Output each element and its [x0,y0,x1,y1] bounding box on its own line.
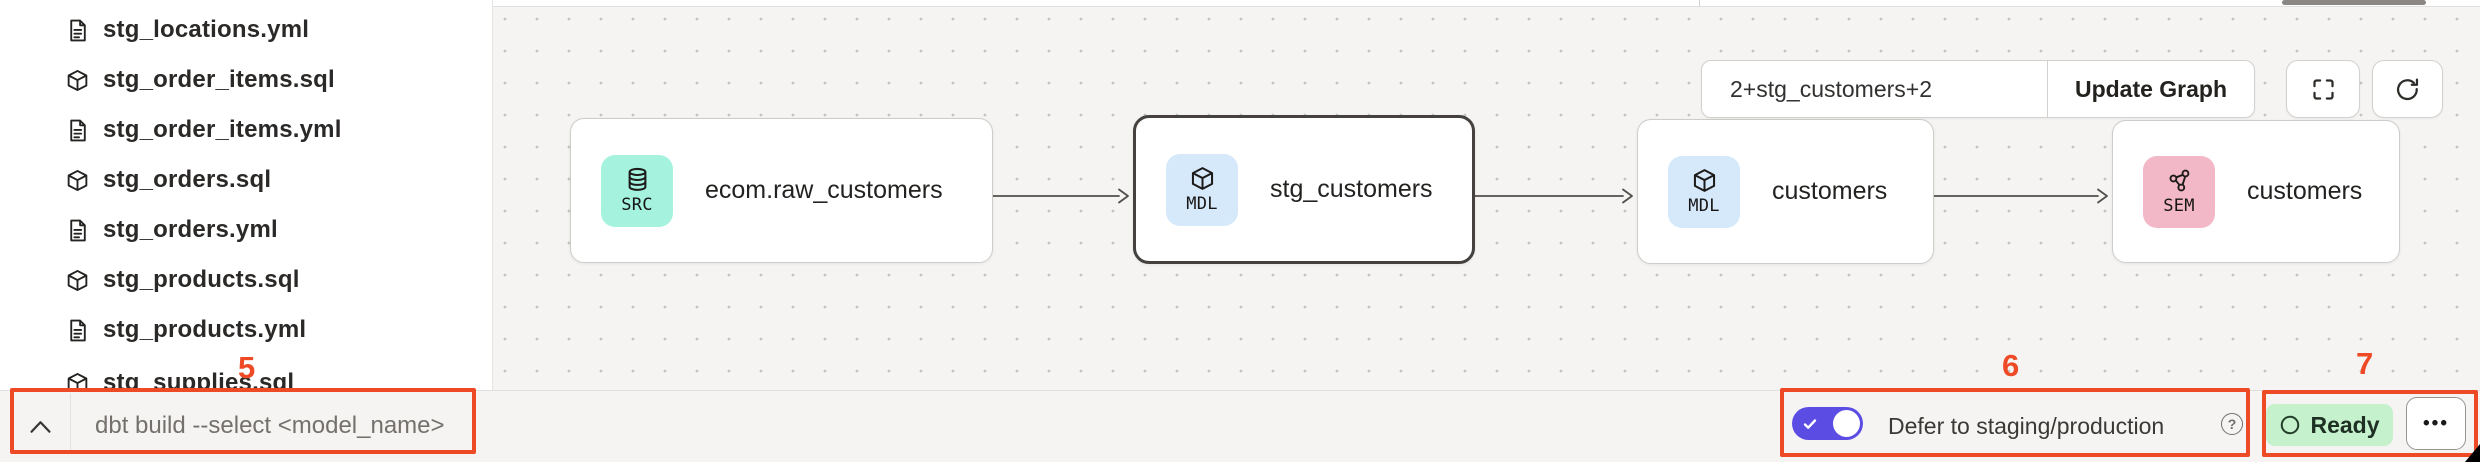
file-item-stg-supplies-sql[interactable]: stg_supplies.sql [0,358,492,390]
model-cube-icon [65,68,90,93]
refresh-icon [2396,77,2419,100]
file-name: stg_orders.yml [103,216,278,243]
file-name: stg_products.yml [103,316,307,343]
expand-command-panel-button[interactable] [22,408,58,444]
semantic-badge: SEM [2143,155,2215,228]
defer-toggle-label: Defer to staging/production [1888,413,2165,439]
update-graph-button[interactable]: Update Graph [2074,75,2228,102]
source-badge: SRC [601,154,673,227]
model-badge: MDL [1668,155,1740,228]
lineage-selector-input[interactable]: 2+stg_customers+2 [1730,75,1933,102]
lineage-node-customers-semantic[interactable]: SEM customers [2112,120,2400,263]
help-icon[interactable]: ? [2221,413,2243,435]
document-icon [65,18,90,43]
document-icon [65,318,90,343]
file-item-stg-locations-yml[interactable]: stg_locations.yml [0,5,492,55]
file-item-stg-order-items-yml[interactable]: stg_order_items.yml [0,105,492,155]
status-badge-ready[interactable]: Ready [2266,404,2393,446]
annotation-number-6: 6 [2002,348,2020,383]
divider [70,393,71,454]
annotation-number-5: 5 [238,350,256,385]
lineage-node-customers-model[interactable]: MDL customers [1637,119,1934,264]
top-strip [493,0,2480,7]
node-label: ecom.raw_customers [705,176,943,204]
badge-label: SRC [621,195,653,215]
refresh-graph-button[interactable] [2372,60,2443,118]
more-options-button[interactable]: ••• [2406,397,2466,450]
toggle-knob [1833,410,1860,437]
badge-label: MDL [1186,194,1218,214]
annotation-number-7: 7 [2356,346,2374,381]
file-name: stg_order_items.sql [103,66,335,93]
document-icon [65,118,90,143]
database-icon [628,167,646,191]
dbt-command-input[interactable]: dbt build --select <model_name> [95,412,445,439]
model-cube-icon [65,168,90,193]
document-icon [65,218,90,243]
semantic-model-icon [2169,169,2189,192]
file-name: stg_supplies.sql [103,369,295,390]
check-icon [1801,415,1819,433]
fullscreen-button[interactable] [2286,60,2360,118]
node-label: customers [2247,177,2363,205]
defer-toggle[interactable] [1792,407,1863,440]
model-badge: MDL [1166,153,1238,226]
node-label: customers [1772,177,1888,205]
file-tree-sidebar: stg_locations.yml stg_order_items.sql st… [0,0,493,390]
file-name: stg_locations.yml [103,16,310,43]
file-item-stg-orders-sql[interactable]: stg_orders.sql [0,155,492,205]
chevron-up-icon [29,420,51,433]
node-label: stg_customers [1270,175,1433,203]
file-name: stg_order_items.yml [103,116,342,143]
model-cube-icon [65,268,90,293]
file-item-stg-order-items-sql[interactable]: stg_order_items.sql [0,55,492,105]
horizontal-scrollbar-thumb[interactable] [2282,0,2426,5]
status-circle-icon [2281,415,2300,435]
file-item-stg-products-yml[interactable]: stg_products.yml [0,305,492,355]
lineage-node-stg-customers-selected[interactable]: MDL stg_customers [1133,115,1475,264]
model-cube-icon [1693,169,1715,192]
file-item-stg-orders-yml[interactable]: stg_orders.yml [0,205,492,255]
model-cube-icon [65,371,90,390]
divider [2047,61,2048,117]
pane-divider [1699,0,1700,7]
model-cube-icon [1191,167,1213,190]
fullscreen-icon [2312,78,2334,100]
file-item-stg-products-sql[interactable]: stg_products.sql [0,255,492,305]
graph-selector-group: 2+stg_customers+2 Update Graph [1701,60,2255,118]
badge-label: SEM [2163,196,2195,216]
lineage-node-source-raw-customers[interactable]: SRC ecom.raw_customers [570,118,993,263]
file-name: stg_orders.sql [103,166,272,193]
badge-label: MDL [1688,196,1720,216]
file-name: stg_products.sql [103,266,300,293]
status-label: Ready [2310,411,2380,438]
